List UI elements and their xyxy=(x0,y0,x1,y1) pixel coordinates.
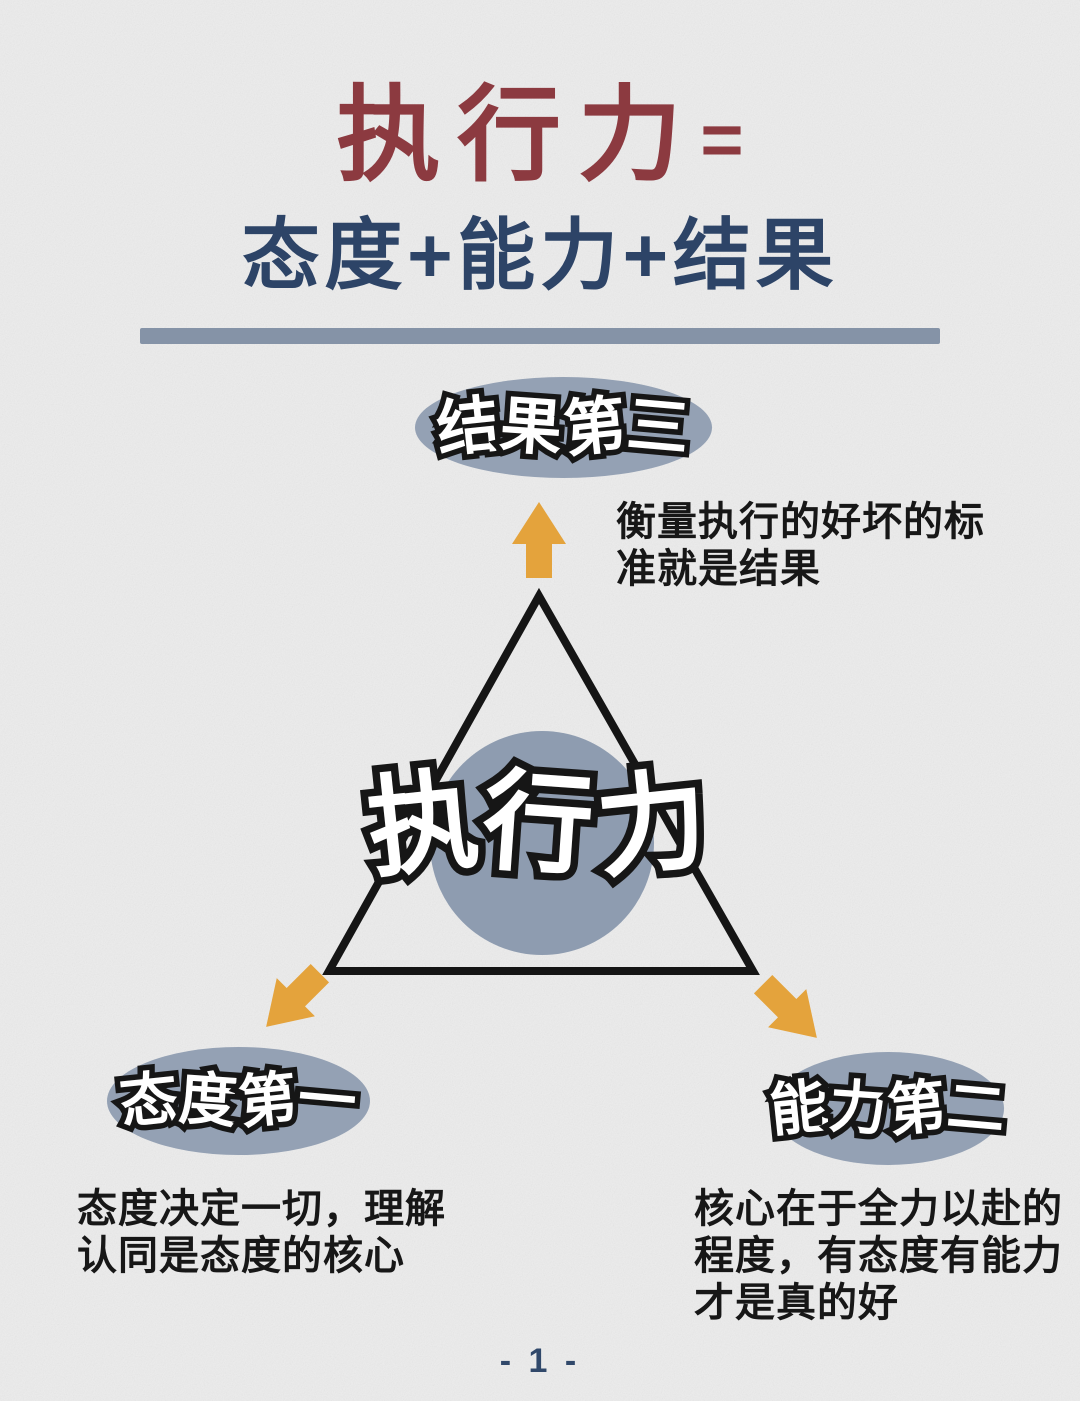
node-ability-label: 能力第二 xyxy=(766,1073,1009,1144)
equals-sign: = xyxy=(700,98,744,181)
page-subtitle: 态度+能力+结果 xyxy=(241,211,839,299)
page-number: - 1 - xyxy=(499,1342,581,1380)
arrow-down-left-icon xyxy=(266,963,330,1027)
node-result: 结果第三 xyxy=(415,377,712,478)
node-attitude: 态度第一 xyxy=(107,1047,370,1155)
note-attitude: 态度决定一切，理解 认同是态度的核心 xyxy=(77,1187,446,1278)
arrow-down-right-icon xyxy=(753,974,817,1038)
center-label: 执行力 xyxy=(0,757,1080,891)
title-text: 执行力 xyxy=(336,78,699,194)
arrow-up-icon xyxy=(512,502,566,578)
page-title: 执行力 = xyxy=(0,84,1080,188)
note-result: 衡量执行的好坏的标 准就是结果 xyxy=(616,500,985,591)
divider-bar xyxy=(140,328,940,344)
node-result-label: 结果第三 xyxy=(434,389,693,464)
note-ability: 核心在于全力以赴的 程度，有态度有能力 才是真的好 xyxy=(694,1187,1063,1325)
node-attitude-label: 态度第一 xyxy=(117,1065,360,1136)
node-ability: 能力第二 xyxy=(766,1052,1009,1165)
